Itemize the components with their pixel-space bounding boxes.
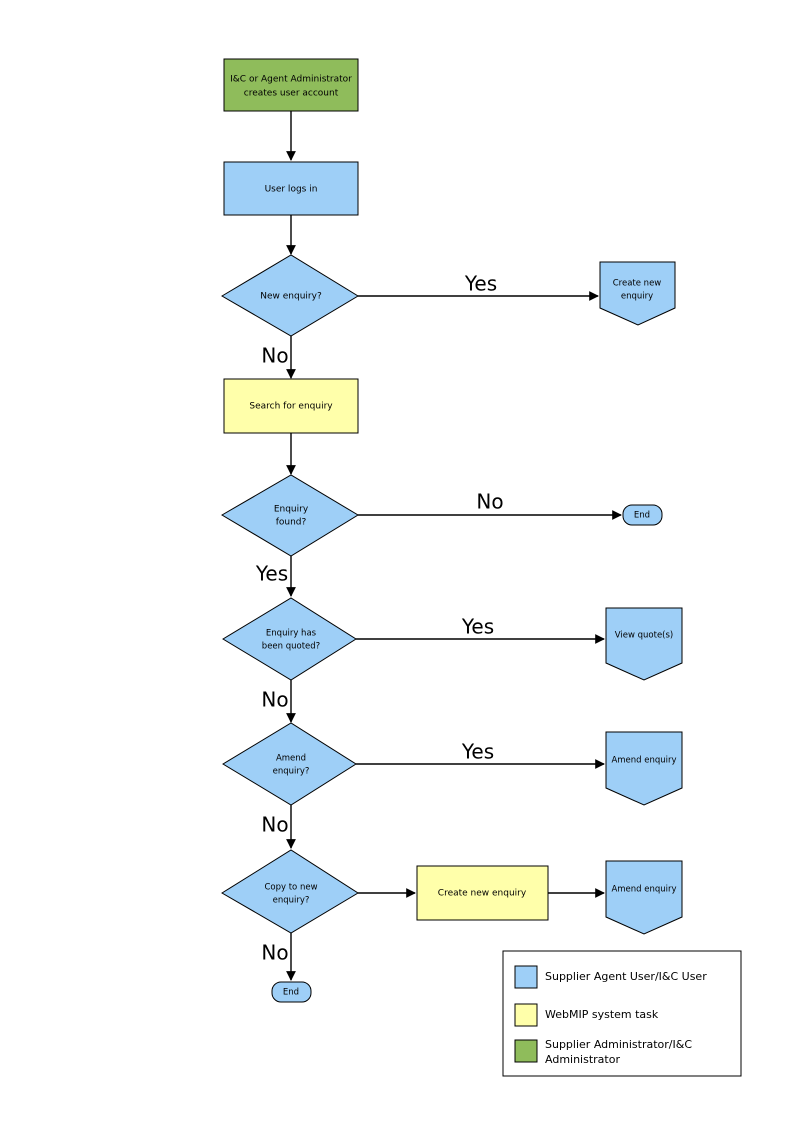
node-label: Amend enquiry bbox=[611, 756, 676, 766]
node-end-top[interactable]: End bbox=[622, 504, 663, 526]
node-label: New enquiry? bbox=[260, 292, 322, 302]
node-enquiry-found-decision[interactable]: Enquiry found? bbox=[221, 474, 359, 557]
legend-swatch-blue bbox=[514, 965, 538, 989]
legend: Supplier Agent User/I&C User WebMIP syst… bbox=[502, 950, 742, 1077]
edge-label-new-enquiry-no: No bbox=[261, 344, 288, 368]
legend-label: Administrator bbox=[545, 1053, 620, 1066]
edge-label-amend-yes: Yes bbox=[461, 740, 494, 764]
legend-box bbox=[502, 950, 742, 1077]
edge-label-found-yes: Yes bbox=[255, 562, 288, 586]
node-create-new-enquiry-top[interactable]: Create new enquiry bbox=[599, 261, 676, 326]
legend-label: Supplier Administrator/I&C bbox=[545, 1038, 692, 1051]
node-label: Amend bbox=[276, 754, 306, 764]
node-label: Create new enquiry bbox=[438, 889, 527, 899]
node-create-new-enquiry-bottom[interactable]: Create new enquiry bbox=[416, 865, 549, 921]
node-label: User logs in bbox=[265, 185, 318, 195]
node-search-for-enquiry[interactable]: Search for enquiry bbox=[223, 378, 359, 434]
legend-item-webmip-system-task: WebMIP system task bbox=[514, 1003, 659, 1027]
edge-label-new-enquiry-yes: Yes bbox=[464, 272, 497, 296]
node-label: Enquiry has bbox=[266, 629, 317, 639]
node-amend-enquiry-action-bottom[interactable]: Amend enquiry bbox=[605, 860, 683, 935]
node-label: Create new bbox=[613, 279, 662, 289]
node-label: enquiry bbox=[621, 292, 653, 302]
edge-label-quoted-no: No bbox=[261, 688, 288, 712]
node-label: creates user account bbox=[244, 89, 339, 99]
node-label: found? bbox=[276, 518, 307, 528]
node-end-bottom[interactable]: End bbox=[271, 981, 312, 1003]
node-label: enquiry? bbox=[273, 896, 310, 906]
node-label: been quoted? bbox=[262, 642, 320, 652]
edge-label-amend-no: No bbox=[261, 813, 288, 837]
node-label: Search for enquiry bbox=[249, 402, 333, 412]
node-view-quotes[interactable]: View quote(s) bbox=[605, 607, 683, 681]
edge-label-copy-no: No bbox=[261, 941, 288, 965]
legend-swatch-yellow bbox=[514, 1003, 538, 1027]
node-label: enquiry? bbox=[273, 767, 310, 777]
node-label: Enquiry bbox=[274, 505, 309, 515]
node-label: End bbox=[283, 988, 299, 998]
node-amend-enquiry-decision[interactable]: Amend enquiry? bbox=[222, 722, 357, 806]
node-label: I&C or Agent Administrator bbox=[230, 75, 352, 85]
node-label: End bbox=[634, 511, 650, 521]
node-admin-creates-user-account[interactable]: I&C or Agent Administrator creates user … bbox=[223, 58, 359, 112]
node-amend-enquiry-action-mid[interactable]: Amend enquiry bbox=[605, 731, 683, 806]
legend-item-supplier-agent-user: Supplier Agent User/I&C User bbox=[514, 965, 707, 989]
legend-swatch-green bbox=[514, 1039, 538, 1063]
node-label: View quote(s) bbox=[615, 631, 673, 641]
edge-label-quoted-yes: Yes bbox=[461, 615, 494, 639]
node-new-enquiry-decision[interactable]: New enquiry? bbox=[221, 254, 359, 337]
edge-label-found-no: No bbox=[476, 490, 503, 514]
legend-label: Supplier Agent User/I&C User bbox=[545, 970, 707, 983]
node-copy-to-new-enquiry-decision[interactable]: Copy to new enquiry? bbox=[221, 849, 359, 934]
legend-item-supplier-administrator: Supplier Administrator/I&C Administrator bbox=[514, 1038, 692, 1066]
node-enquiry-quoted-decision[interactable]: Enquiry has been quoted? bbox=[222, 597, 357, 681]
node-user-logs-in[interactable]: User logs in bbox=[223, 161, 359, 216]
node-label: Copy to new bbox=[264, 883, 317, 893]
legend-label: WebMIP system task bbox=[545, 1008, 659, 1021]
node-label: Amend enquiry bbox=[611, 885, 676, 895]
